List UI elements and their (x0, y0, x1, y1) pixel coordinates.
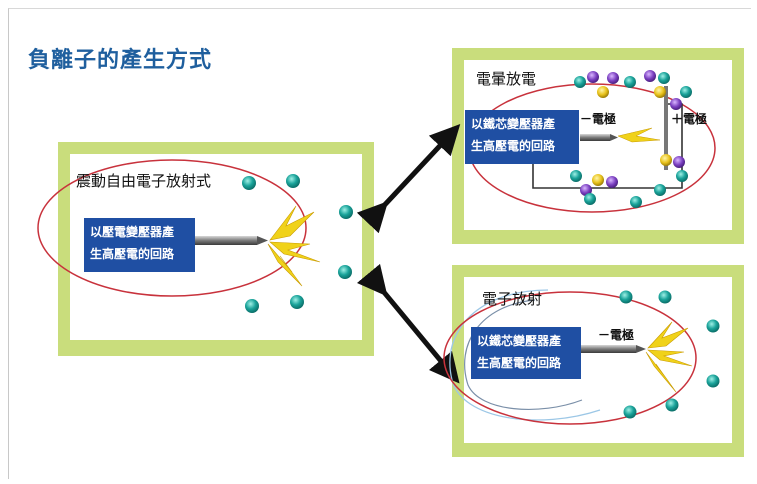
corona-circuit-line2: 生高壓電的回路 (471, 139, 556, 153)
corona-plus-label: ＋電極 (671, 112, 708, 126)
purple-particle (670, 98, 682, 110)
negative-ion (676, 170, 688, 182)
purple-particle (644, 70, 656, 82)
emission-circuit-box: 以鐵芯變壓器產 生高壓電的回路 (471, 327, 581, 379)
yellow-particle (660, 154, 672, 166)
purple-particle (606, 176, 618, 188)
slide-frame (8, 8, 751, 479)
left-panel-caption: 震動自由電子放射式 (76, 172, 212, 190)
corona-minus-label: －電極 (580, 112, 617, 126)
corona-spark-icon (617, 127, 661, 143)
negative-ion (245, 299, 259, 313)
yellow-particle (654, 86, 666, 98)
negative-ion (574, 76, 586, 88)
left-circuit-line2: 生高壓電的回路 (90, 247, 175, 261)
negative-ion (619, 290, 633, 304)
corona-minus-electrode (580, 134, 610, 141)
negative-ion (630, 196, 642, 208)
emission-electrode-rod (580, 345, 636, 353)
negative-ion (584, 193, 596, 205)
left-ellipse (37, 159, 307, 297)
negative-ion (338, 265, 352, 279)
emission-arc-mid (464, 299, 583, 410)
yellow-particle (592, 174, 604, 186)
yellow-particle (597, 86, 609, 98)
negative-ion (624, 76, 636, 88)
emission-circuit-line2: 生高壓電的回路 (477, 356, 562, 370)
negative-ion (290, 295, 304, 309)
negative-ion (242, 176, 256, 190)
purple-particle (607, 72, 619, 84)
negative-ion (706, 319, 720, 333)
left-electrode-tip (257, 236, 268, 245)
page-title: 負離子的產生方式 (28, 48, 213, 73)
negative-ion (665, 398, 679, 412)
corona-caption: 電暈放電 (476, 70, 537, 88)
negative-ion (658, 72, 670, 84)
emission-electrode-tip (636, 345, 646, 353)
negative-ion (623, 405, 637, 419)
purple-particle (580, 184, 592, 196)
emission-ions (619, 290, 720, 419)
emission-spark-icon (645, 321, 693, 393)
negative-ion (706, 374, 720, 388)
corona-particles (570, 70, 692, 208)
corona-circuit-line1: 以鐵芯變壓器產 (471, 117, 556, 131)
left-circuit-box: 以壓電變壓器產 生高壓電的回路 (84, 218, 195, 272)
emission-minus-label: －電極 (598, 328, 635, 342)
left-spark-icon (267, 205, 321, 287)
purple-particle (673, 156, 685, 168)
negative-ion (680, 86, 692, 98)
left-ions (242, 174, 353, 313)
emission-circuit-line1: 以鐵芯變壓器產 (477, 334, 562, 348)
emission-ellipse (443, 291, 697, 425)
negative-ion (339, 205, 353, 219)
left-electrode-rod (195, 236, 257, 245)
corona-electrode-tip (610, 134, 618, 141)
arrow-to-corona (356, 124, 461, 234)
emission-caption: 電子放射 (482, 290, 543, 308)
left-circuit-line1: 以壓電變壓器產 (90, 225, 175, 239)
negative-ion (570, 170, 582, 182)
negative-ion (286, 174, 300, 188)
negative-ion (654, 184, 666, 196)
purple-particle (587, 71, 599, 83)
corona-circuit-box: 以鐵芯變壓器產 生高壓電的回路 (465, 110, 579, 164)
negative-ion (658, 290, 672, 304)
arrow-to-emission (356, 263, 460, 384)
